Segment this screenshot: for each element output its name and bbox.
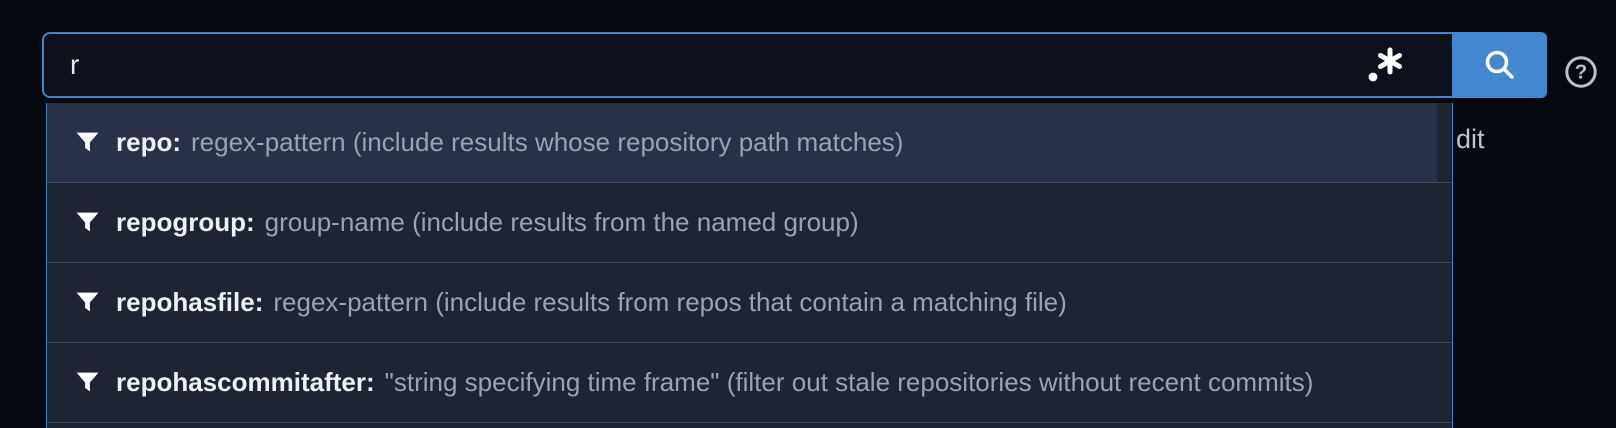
- regex-dot-star-icon: [1368, 47, 1402, 82]
- suggestion-repo[interactable]: repo: regex-pattern (include results who…: [47, 103, 1452, 183]
- suggestion-filter-label: repo:: [116, 127, 181, 157]
- search-button[interactable]: [1452, 32, 1547, 98]
- suggestion-filter-description: group-name (include results from the nam…: [264, 207, 859, 237]
- search-bar: [42, 32, 1547, 98]
- help-button[interactable]: ?: [1562, 53, 1600, 91]
- suggestion-repohasfile[interactable]: repohasfile: regex-pattern (include resu…: [47, 263, 1452, 343]
- filter-icon: [76, 292, 99, 312]
- suggestion-filter-label: repohascommitafter:: [116, 367, 375, 397]
- circle-question-icon: ?: [1565, 56, 1597, 88]
- suggestion-repohascommitafter[interactable]: repohascommitafter: "string specifying t…: [47, 343, 1452, 423]
- search-icon: [1485, 50, 1514, 79]
- search-input[interactable]: [44, 34, 1364, 96]
- regex-toggle-button[interactable]: [1364, 43, 1408, 87]
- suggestion-filter-label: repogroup:: [116, 207, 255, 237]
- filter-icon: [76, 132, 99, 152]
- edit-link-clipped[interactable]: dit: [1456, 124, 1485, 154]
- suggestion-filter-description: "string specifying time frame" (filter o…: [384, 367, 1314, 397]
- filter-icon: [76, 212, 99, 232]
- filter-icon: [76, 372, 99, 392]
- search-suggestions-dropdown: repo: regex-pattern (include results who…: [46, 103, 1453, 428]
- suggestion-repogroup[interactable]: repogroup: group-name (include results f…: [47, 183, 1452, 263]
- suggestion-filter-description: regex-pattern (include results from repo…: [273, 287, 1067, 317]
- suggestion-filter-description: regex-pattern (include results whose rep…: [191, 127, 904, 157]
- svg-text:?: ?: [1575, 61, 1588, 84]
- search-input-container: [42, 32, 1452, 98]
- suggestion-filter-label: repohasfile:: [116, 287, 264, 317]
